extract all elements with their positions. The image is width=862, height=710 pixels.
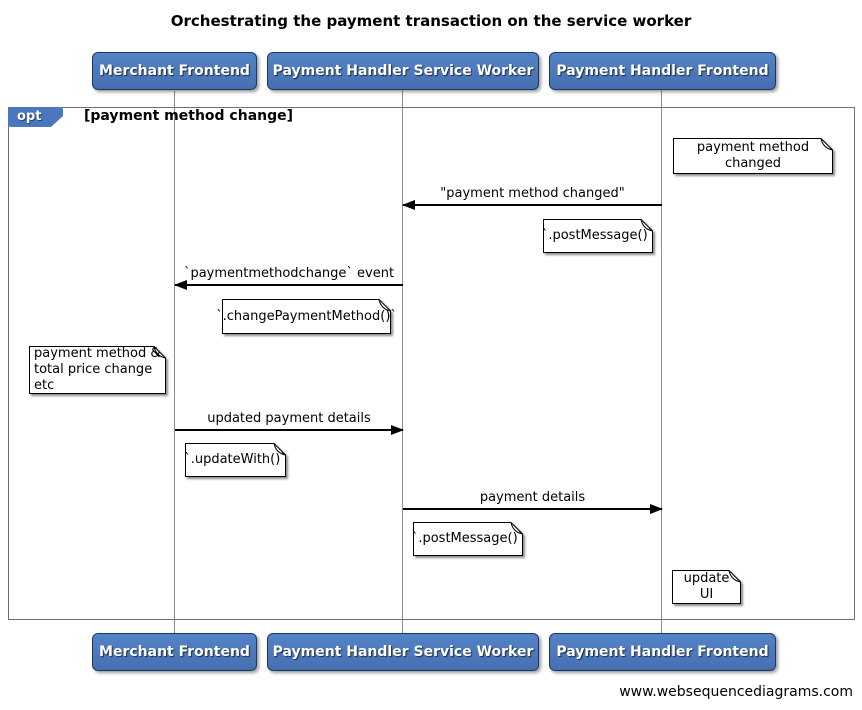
opt-guard-label: [payment method change] xyxy=(84,108,294,124)
message-paymentmethodchange-event: `paymentmethodchange` event xyxy=(174,264,403,290)
actor-payment-handler-service-worker-bottom: Payment Handler Service Worker xyxy=(267,633,539,671)
arrowhead-left-icon xyxy=(174,280,187,290)
actor-payment-handler-frontend-top: Payment Handler Frontend xyxy=(549,52,776,90)
note-payment-method-total-price: payment method & total price change etc xyxy=(29,346,166,394)
message-line xyxy=(403,508,662,510)
note-changepaymentmethod: `.changePaymentMethod()` xyxy=(216,299,397,334)
actor-merchant-frontend-top: Merchant Frontend xyxy=(92,52,257,90)
lifeline-payment-handler-service-worker xyxy=(402,91,403,634)
message-updated-payment-details: updated payment details xyxy=(175,409,404,435)
lifeline-merchant-frontend xyxy=(174,91,175,634)
message-payment-method-changed: "payment method changed" xyxy=(402,184,662,210)
arrowhead-right-icon xyxy=(650,504,663,514)
message-line xyxy=(175,429,403,431)
message-line xyxy=(175,284,403,286)
note-text: `.postMessage()` xyxy=(541,228,655,243)
message-label: updated payment details xyxy=(207,411,371,426)
note-text: payment method & total price change etc xyxy=(34,346,161,393)
note-text: `.updateWith()` xyxy=(184,452,287,467)
note-text: `.changePaymentMethod()` xyxy=(216,308,397,324)
arrowhead-right-icon xyxy=(391,425,404,435)
actor-payment-handler-service-worker-top: Payment Handler Service Worker xyxy=(267,52,539,90)
arrowhead-left-icon xyxy=(402,200,415,210)
message-label: payment details xyxy=(479,490,586,505)
opt-fragment-frame xyxy=(8,107,855,620)
message-label: `paymentmethodchange` event xyxy=(183,266,395,281)
note-postmessage-2: `.postMessage()` xyxy=(412,522,524,556)
note-postmessage-1: `.postMessage()` xyxy=(542,219,654,253)
diagram-title: Orchestrating the payment transaction on… xyxy=(170,12,692,30)
message-line xyxy=(403,204,662,206)
message-label: "payment method changed" xyxy=(440,186,625,201)
actor-merchant-frontend-bottom: Merchant Frontend xyxy=(92,633,257,671)
note-text: `.postMessage()` xyxy=(411,531,525,546)
lifeline-payment-handler-frontend xyxy=(661,91,662,634)
message-payment-details: payment details xyxy=(403,488,663,514)
opt-operator-tab: opt xyxy=(8,107,63,127)
note-text: payment method changed xyxy=(696,140,810,171)
note-update-ui: update UI xyxy=(672,570,741,604)
note-updatewith: `.updateWith()` xyxy=(184,443,287,477)
watermark: www.websequencediagrams.com xyxy=(619,684,853,700)
note-text: update UI xyxy=(683,571,730,602)
actor-payment-handler-frontend-bottom: Payment Handler Frontend xyxy=(549,633,776,671)
note-payment-method-changed: payment method changed xyxy=(673,138,833,174)
